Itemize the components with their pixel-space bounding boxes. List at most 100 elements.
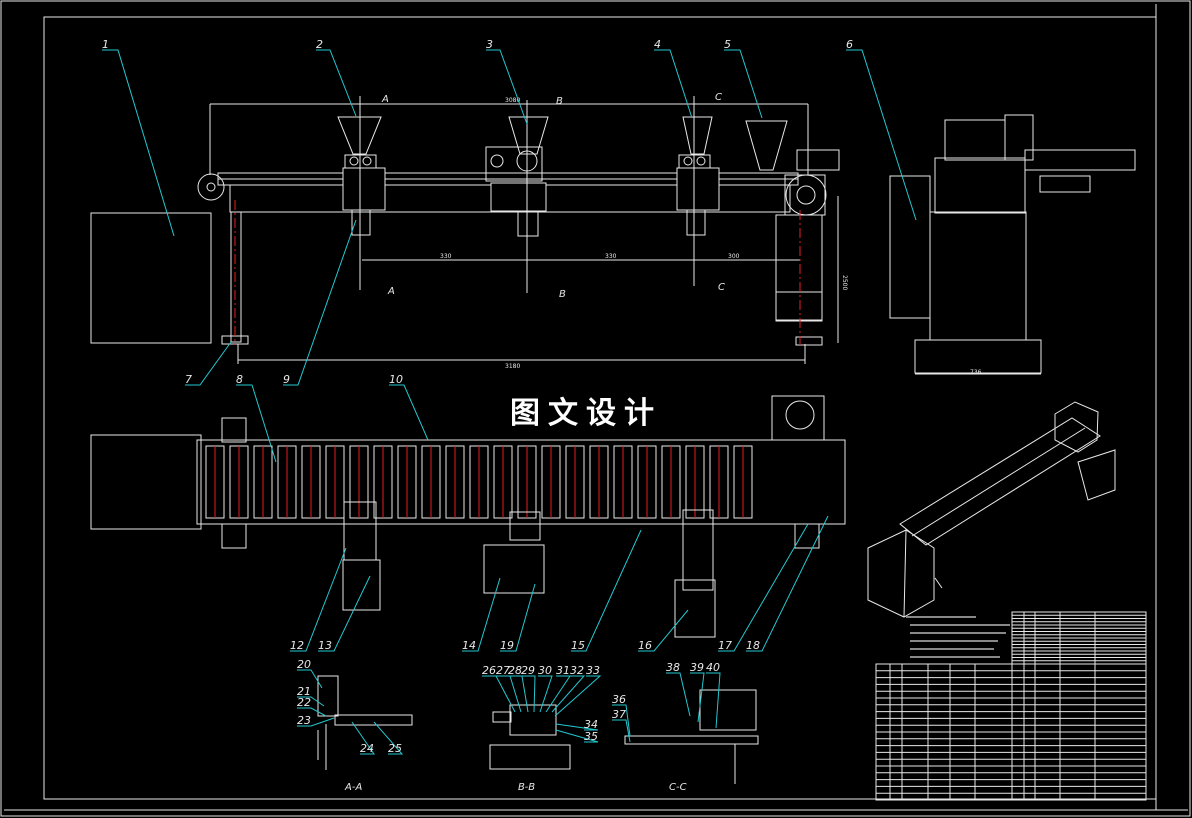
callout-29: 29 (521, 664, 535, 677)
leader-line (290, 547, 347, 652)
leader-line (297, 669, 323, 689)
callout-25: 25 (388, 742, 402, 755)
section-bb (489, 704, 571, 770)
callout-21: 21 (297, 685, 311, 698)
callout-19: 19 (500, 639, 514, 652)
callout-24: 24 (360, 742, 374, 755)
leader-line (316, 49, 357, 117)
leader-line (508, 675, 529, 713)
section-marker-b-bottom: B (559, 289, 566, 300)
section-title-cc: C-C (669, 782, 687, 793)
dim-spacing-1: 330 (440, 253, 452, 260)
leader-line (102, 49, 175, 237)
left-pulley (197, 173, 225, 201)
side-view (889, 114, 1136, 375)
callout-34: 34 (584, 718, 598, 731)
callout-5: 5 (724, 38, 731, 51)
callout-7: 7 (185, 373, 192, 386)
leader-line (706, 672, 721, 729)
leader-line (724, 49, 763, 119)
callout-35: 35 (584, 730, 598, 743)
leader-line (612, 719, 631, 743)
dim-spacing-3: 300 (728, 253, 740, 260)
chain-links (205, 445, 753, 519)
leader-line (571, 529, 642, 652)
callout-13: 13 (318, 639, 332, 652)
callout-14: 14 (462, 639, 476, 652)
leader-line (521, 675, 536, 713)
callout-28: 28 (508, 664, 522, 677)
callout-9: 9 (283, 373, 290, 386)
callout-6: 6 (846, 38, 853, 51)
callout-3: 3 (486, 38, 493, 51)
section-marker-a-bottom: A (387, 286, 395, 297)
leader-line (185, 341, 232, 386)
callout-10: 10 (389, 373, 403, 386)
section-title-bb: B-B (518, 782, 535, 793)
callout-4: 4 (654, 38, 661, 51)
callout-32: 32 (570, 664, 584, 677)
callout-8: 8 (236, 373, 243, 386)
leader-line (638, 609, 689, 652)
leader-line (718, 523, 809, 652)
callout-12: 12 (290, 639, 304, 652)
collection-bin (90, 212, 212, 344)
front-view (90, 96, 840, 364)
leader-line (297, 707, 327, 717)
leader-line (389, 384, 429, 441)
title-block (875, 611, 1147, 801)
side-motor (889, 175, 931, 319)
callout-23: 23 (297, 714, 311, 727)
callout-40: 40 (706, 661, 720, 674)
section-marker-a-top: A (381, 94, 389, 105)
right-leg (775, 214, 823, 322)
hopper-3 (508, 116, 549, 155)
callout-15: 15 (571, 639, 585, 652)
leader-line (690, 672, 705, 723)
watermark: 图文设计 (510, 396, 662, 431)
leader-line (554, 675, 602, 717)
callout-27: 27 (496, 664, 510, 677)
section-marker-b-top: B (556, 96, 563, 107)
callout-38: 38 (666, 661, 680, 674)
dim-bottom-overall: 3180 (505, 363, 520, 370)
leader-line (500, 583, 536, 652)
leader-line (551, 675, 586, 713)
leader-line (538, 675, 553, 713)
leader-line (654, 49, 693, 119)
leader-line (297, 696, 325, 707)
leader-line (486, 49, 528, 125)
leader-line (373, 721, 404, 755)
dim-top-overall: 3080 (505, 97, 520, 104)
isometric-view (867, 401, 1116, 618)
top-conveyor (196, 439, 846, 525)
left-leg (230, 211, 242, 343)
dim-height: 2500 (841, 275, 848, 290)
drive-motor (785, 174, 827, 216)
callout-20: 20 (297, 658, 311, 671)
top-view (90, 395, 846, 638)
leader-line (462, 577, 501, 652)
callout-2: 2 (316, 38, 323, 51)
leader-line (846, 49, 917, 221)
leader-line (545, 675, 571, 713)
leader-line (351, 721, 375, 755)
leader-line (555, 723, 599, 731)
section-marker-c-bottom: C (718, 282, 725, 293)
hopper-2 (337, 116, 382, 155)
leader-line (612, 704, 631, 737)
callout-1: 1 (102, 38, 109, 51)
callout-17: 17 (718, 639, 732, 652)
leader-line (236, 384, 277, 463)
dim-spacing-2: 330 (605, 253, 617, 260)
callout-39: 39 (690, 661, 704, 674)
section-cc (624, 689, 759, 784)
leader-line (283, 219, 357, 386)
callout-26: 26 (482, 664, 496, 677)
callout-37: 37 (612, 708, 626, 721)
leader-line (297, 717, 335, 727)
callout-18: 18 (746, 639, 760, 652)
